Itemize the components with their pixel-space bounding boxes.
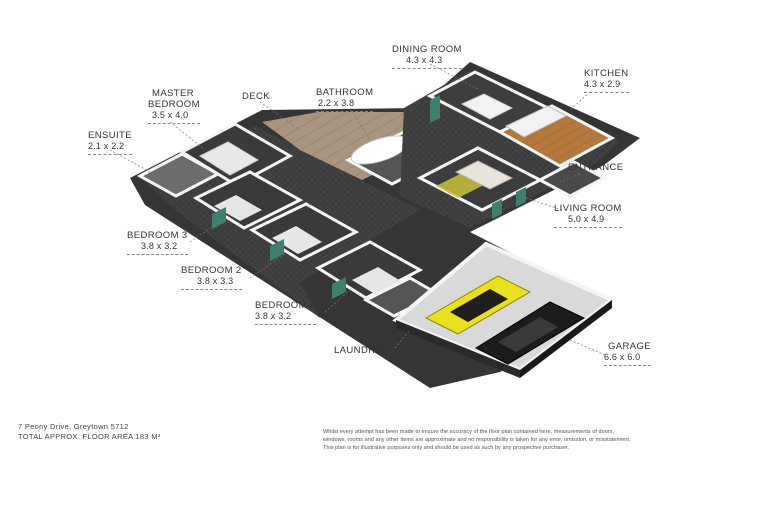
label-bedroom-2: BEDROOM 2 3.8 x 3.3 xyxy=(181,265,242,290)
bedroom-3-bed xyxy=(214,195,262,221)
bedroom-2-name: BEDROOM 2 xyxy=(181,265,242,276)
bedroom-4-dims: 3.8 x 3.2 xyxy=(255,311,316,325)
master-bedroom-name-1: MASTER xyxy=(152,88,194,99)
living-room-name: LIVING ROOM xyxy=(554,203,622,214)
garage-wall xyxy=(396,320,520,378)
bedroom-4-room xyxy=(314,240,424,300)
label-bedroom-3: BEDROOM 3 3.8 x 3.2 xyxy=(127,230,188,255)
kitchen-dims: 4.3 x 2.9 xyxy=(584,79,629,93)
bathroom-name: BATHROOM xyxy=(316,87,374,98)
master-bedroom-dims: 3.5 x 4.0 xyxy=(148,110,200,124)
master-bedroom-name-2: BEDROOM xyxy=(148,99,200,110)
label-entrance: ENTRANCE xyxy=(568,162,623,173)
glass-door xyxy=(492,199,502,219)
disclaimer-line-2: windows, rooms and any other items are a… xyxy=(323,437,631,443)
leader-lines xyxy=(109,63,606,356)
black-car xyxy=(474,301,586,365)
glass-door xyxy=(270,239,284,261)
dining-room-name: DINING ROOM xyxy=(392,44,462,55)
garage-wall-side xyxy=(520,300,612,378)
floor-plan-3d xyxy=(109,62,640,388)
glass-door xyxy=(212,207,226,229)
deck-name: DECK xyxy=(242,91,270,102)
floor-area: TOTAL APPROX. FLOOR AREA 183 m² xyxy=(18,432,161,441)
dining-table xyxy=(460,93,514,120)
label-laundry: LAUNDRY xyxy=(334,345,382,356)
bedroom-2-bed xyxy=(272,226,322,254)
glass-door xyxy=(516,187,526,207)
property-address-block: 7 Peony Drive, Greytown 5712 TOTAL APPRO… xyxy=(18,422,161,442)
bathroom-dims: 2.2 x 3.8 xyxy=(316,98,374,112)
bedroom-4-name: BEDROOM 4 xyxy=(255,300,316,311)
kitchen-island xyxy=(504,105,568,138)
label-dining-room: DINING ROOM 4.3 x 4.3 xyxy=(392,44,462,69)
living-sofa xyxy=(454,160,514,190)
laundry-name: LAUNDRY xyxy=(334,345,383,356)
bedroom-3-dims: 3.8 x 3.2 xyxy=(127,241,188,255)
disclaimer-line-1: Whilst every attempt has been made to en… xyxy=(323,429,615,435)
disclaimer-line-3: This plan is for illustrative purposes o… xyxy=(323,445,570,451)
label-deck: DECK xyxy=(242,91,270,102)
label-ensuite: ENSUITE 2.1 x 2.2 xyxy=(88,130,132,155)
master-bed xyxy=(198,141,260,176)
dining-room-dims: 4.3 x 4.3 xyxy=(392,55,462,69)
entrance-area xyxy=(536,160,608,198)
garage-name: GARAGE xyxy=(608,341,652,352)
entrance-name: ENTRANCE xyxy=(568,162,624,173)
bedroom-2-dims: 3.8 x 3.3 xyxy=(181,276,242,290)
glass-door xyxy=(332,277,346,299)
disclaimer-block: Whilst every attempt has been made to en… xyxy=(323,428,753,452)
label-garage: GARAGE 6.6 x 6.0 xyxy=(604,341,652,366)
ensuite-dims: 2.1 x 2.2 xyxy=(88,141,132,155)
kitchen-name: KITCHEN xyxy=(584,68,629,79)
ensuite-name: ENSUITE xyxy=(88,130,132,141)
property-address: 7 Peony Drive, Greytown 5712 xyxy=(18,422,129,431)
yellow-car xyxy=(424,275,532,335)
label-bedroom-4: BEDROOM 4 3.8 x 3.2 xyxy=(255,300,316,325)
garage-dims: 6.6 x 6.0 xyxy=(604,352,652,366)
label-kitchen: KITCHEN 4.3 x 2.9 xyxy=(584,68,629,93)
living-room-dims: 5.0 x 4.9 xyxy=(554,214,622,228)
bedroom-3-name: BEDROOM 3 xyxy=(127,230,188,241)
label-bathroom: BATHROOM 2.2 x 3.8 xyxy=(316,87,374,112)
label-living-room: LIVING ROOM 5.0 x 4.9 xyxy=(554,203,622,228)
label-master-bedroom: MASTER BEDROOM 3.5 x 4.0 xyxy=(148,88,200,124)
glass-door xyxy=(430,95,440,123)
